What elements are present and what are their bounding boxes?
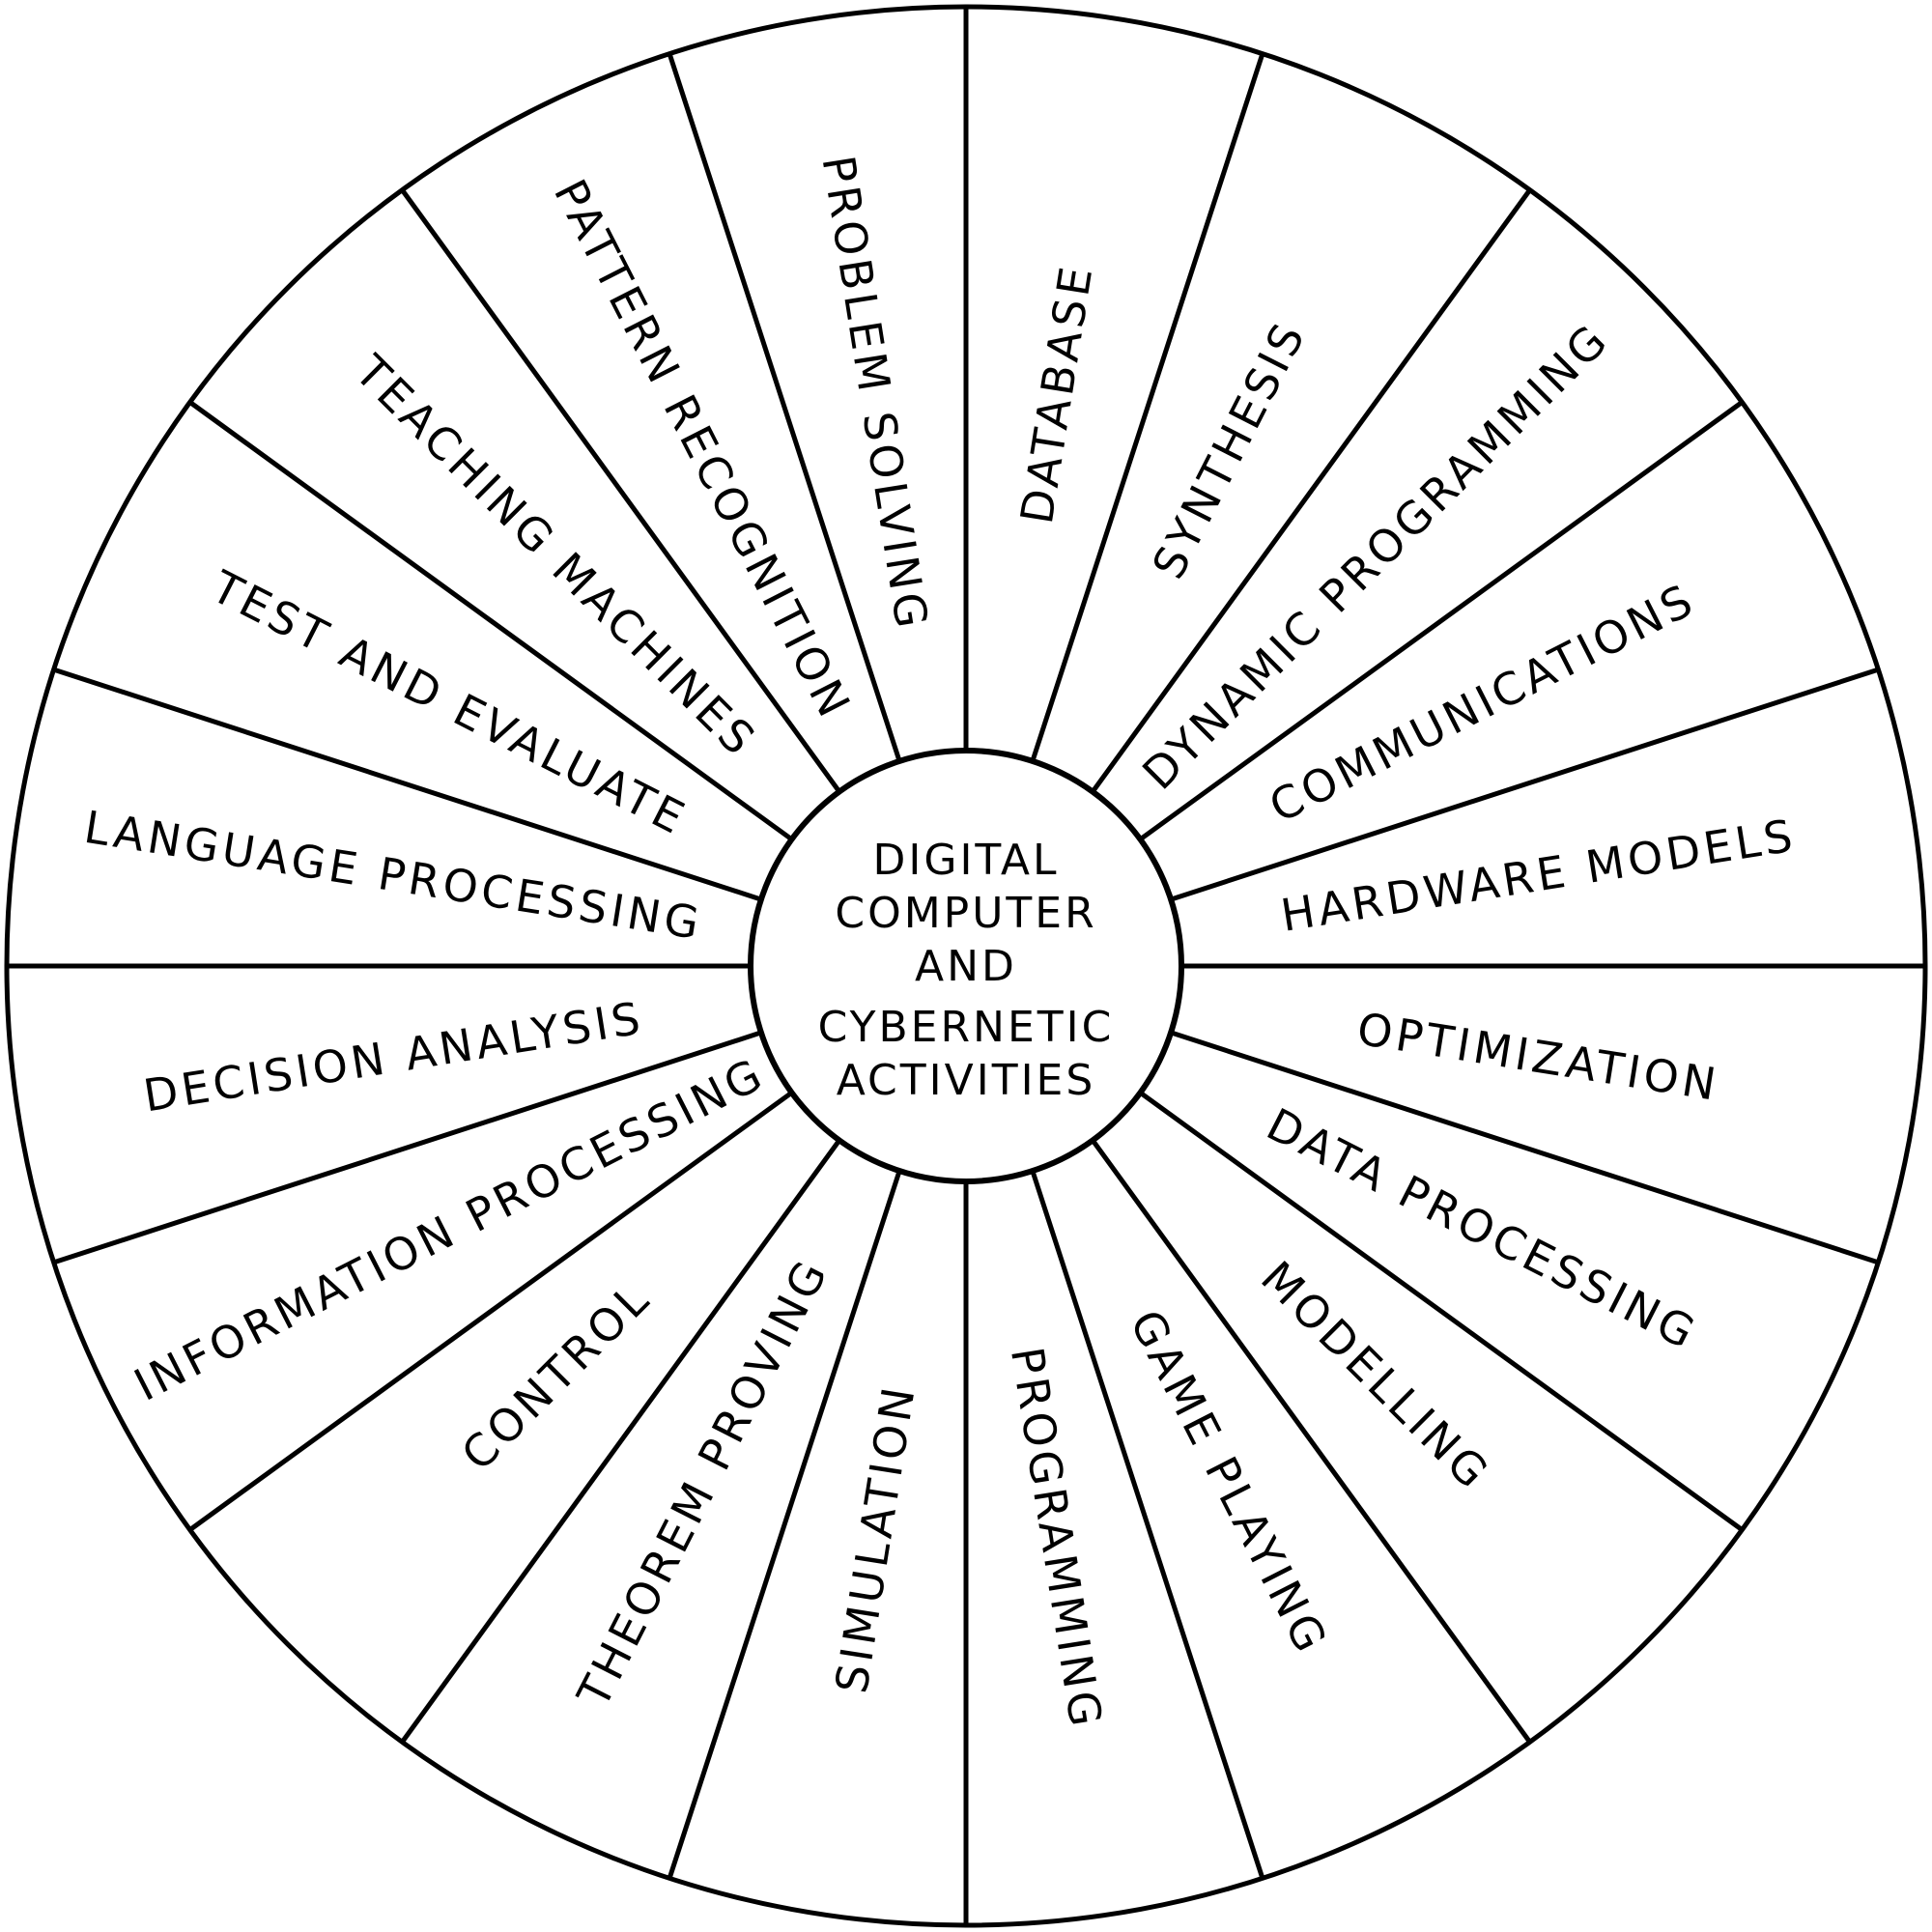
spoke-divider (52, 1030, 762, 1265)
spoke-divider (1138, 1091, 1744, 1532)
spoke-divider (188, 1091, 794, 1532)
spoke-divider (1170, 667, 1880, 902)
spoke-divider (1091, 188, 1532, 794)
hub-line-4: CYBERNETIC (818, 1003, 1115, 1052)
hub-circle (748, 748, 1184, 1184)
spoke-divider (1170, 1030, 1880, 1265)
spoke-divider (1030, 1170, 1265, 1880)
hub-line-1: DIGITAL (872, 836, 1059, 885)
spoke-divider (667, 1170, 902, 1880)
spoke-divider (400, 1138, 841, 1744)
hub-line-3: AND (915, 942, 1017, 991)
spoke-dividers (7, 7, 1925, 1925)
hub-line-5: ACTIVITIES (837, 1056, 1096, 1105)
spoke-divider (1138, 400, 1744, 841)
spoke-divider (400, 188, 841, 794)
spoke-divider (1030, 52, 1265, 762)
spoke-divider (1091, 1138, 1532, 1744)
spoke-divider (52, 667, 762, 902)
hub-text: DIGITAL COMPUTER AND CYBERNETIC ACTIVITI… (818, 836, 1115, 1105)
hub-line-2: COMPUTER (835, 889, 1096, 938)
spoke-divider (188, 400, 794, 841)
spoke-divider (667, 52, 902, 762)
